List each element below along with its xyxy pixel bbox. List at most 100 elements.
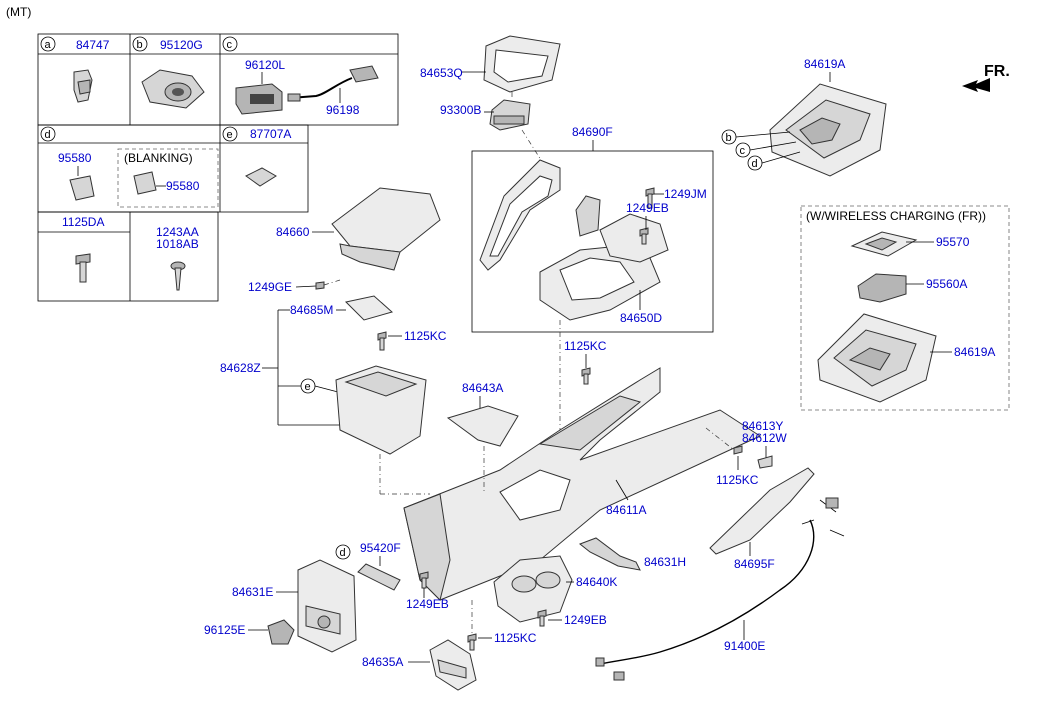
part-label: 95580 — [58, 151, 92, 165]
clip-part-icon — [73, 69, 93, 103]
part-84619A-upper: 84619A b c d — [721, 57, 887, 177]
part-84660-armrest: 84660 — [276, 187, 441, 271]
part-label: 1249EB — [564, 613, 607, 627]
callout-letter: d — [752, 158, 758, 170]
callout-letter: c — [740, 145, 746, 157]
front-direction-indicator: FR. — [962, 63, 1010, 92]
part-84695F: 84695F — [709, 467, 815, 571]
part-label: 84695F — [734, 557, 775, 571]
part-label: 95570 — [936, 235, 970, 249]
callout-letter: b — [137, 39, 143, 51]
legend-cell-1125DA: 1125DA — [62, 215, 104, 283]
part-label: 95420F — [360, 541, 401, 555]
part-1249EB-bot: 1249EB — [537, 609, 607, 627]
part-box-84690F: 84690F 1249JM 1249EB 84650D — [471, 125, 714, 333]
part-84631H: 84631H — [579, 537, 686, 571]
part-label: 84631E — [232, 585, 273, 599]
part-label: 84660 — [276, 225, 310, 239]
usb-jack-part-icon — [235, 83, 283, 115]
legend-cell-a: a 84747 — [40, 36, 110, 103]
part-93300B: 93300B — [440, 99, 531, 131]
callout-letter: d — [340, 547, 346, 559]
part-label: 1125KC — [404, 329, 447, 343]
blanking-note: (BLANKING) — [124, 151, 193, 165]
part-label: 1125DA — [62, 215, 104, 229]
front-label: FR. — [984, 63, 1010, 80]
part-label: 95580 — [166, 179, 200, 193]
wireless-title: (W/WIRELESS CHARGING (FR)) — [806, 209, 986, 223]
callout-letter: b — [726, 132, 732, 144]
callout-letter: e — [305, 381, 311, 393]
part-label: 96125E — [204, 623, 245, 637]
part-1125KC-d: 1125KC — [467, 600, 537, 651]
bolt-icon — [733, 445, 743, 455]
part-label: 84631H — [644, 555, 686, 569]
part-84653Q: 84653Q — [420, 35, 561, 93]
part-label: 1125KC — [564, 339, 607, 353]
wiring-part-icon — [287, 65, 379, 102]
part-84643A: 84643A — [446, 381, 519, 447]
legend-cell-e: e 87707A — [222, 126, 291, 187]
legend-cell-d: d 95580 (BLANKING) 95580 — [40, 126, 219, 208]
part-label: 96198 — [326, 103, 360, 117]
bolt-icon — [377, 331, 387, 351]
part-label: 84747 — [76, 38, 110, 52]
part-label: 84613Y — [742, 419, 783, 433]
bolt-icon — [75, 253, 91, 283]
part-95420F: d 95420F — [335, 541, 401, 591]
callout-letter: a — [45, 39, 52, 51]
part-84635A: 84635A — [362, 639, 477, 691]
part-96125E: 96125E — [204, 619, 295, 645]
wireless-charging-box: (W/WIRELESS CHARGING (FR)) 95570 95560A … — [800, 205, 1010, 411]
part-label: 84685M — [290, 303, 333, 317]
callout-letter: d — [45, 129, 51, 141]
part-1125KC-b: 1125KC — [564, 339, 607, 385]
part-label: 84619A — [954, 345, 995, 359]
part-84611A-console: 84611A — [403, 367, 762, 601]
pad-part-icon — [245, 167, 277, 187]
part-group-84628Z: 84628Z 84685M 1125KC e — [220, 295, 447, 455]
screw-icon — [170, 261, 186, 291]
part-label: 84653Q — [420, 66, 463, 80]
part-label: 84650D — [620, 311, 662, 325]
part-label: 93300B — [440, 103, 481, 117]
legend-table: a 84747 b 95120G c 96120L — [37, 33, 399, 302]
part-label: 84628Z — [220, 361, 261, 375]
part-84631E: 84631E — [232, 559, 357, 653]
part-label: 84619A — [804, 57, 845, 71]
part-label: 1125KC — [494, 631, 537, 645]
part-label: 87707A — [250, 127, 291, 141]
part-label: 95120G — [160, 38, 203, 52]
part-label: 1125KC — [716, 473, 759, 487]
part-label: 84643A — [462, 381, 503, 395]
part-84640K: 84640K — [493, 555, 617, 623]
variant-label: (MT) — [6, 5, 31, 19]
part-1249GE: 1249GE — [248, 279, 341, 294]
part-label: 84635A — [362, 655, 403, 669]
blanking-cover-icon — [69, 175, 95, 201]
front-arrow-icon — [962, 78, 990, 92]
part-label: 91400E — [724, 639, 765, 653]
part-label: 1018AB — [156, 237, 199, 251]
part-1249EB-mid: 1249EB — [406, 571, 449, 611]
part-label: 95560A — [926, 277, 967, 291]
part-label: 84690F — [572, 125, 613, 139]
part-label: 1249EB — [406, 597, 449, 611]
part-label: 84611A — [606, 503, 646, 517]
legend-cell-1243AA: 1243AA 1018AB — [156, 225, 199, 291]
callout-letter: e — [227, 129, 233, 141]
part-label: 84640K — [576, 575, 617, 589]
legend-cell-b: b 95120G — [132, 36, 205, 109]
legend-cell-c: c 96120L 96198 — [222, 36, 379, 117]
blanking-cover-icon — [133, 171, 157, 195]
part-label: 1249EB — [626, 201, 669, 215]
part-91400E-wiring: 91400E — [595, 497, 845, 681]
power-outlet-part-icon — [141, 69, 205, 109]
part-label: 1249JM — [664, 187, 707, 201]
part-label: 96120L — [245, 58, 285, 72]
part-label: 1243AA — [156, 225, 199, 239]
part-label: 84612W — [742, 431, 787, 445]
part-84613Y-84612W: 84613Y 84612W 1125KC — [705, 419, 787, 487]
bolt-icon — [315, 281, 325, 290]
